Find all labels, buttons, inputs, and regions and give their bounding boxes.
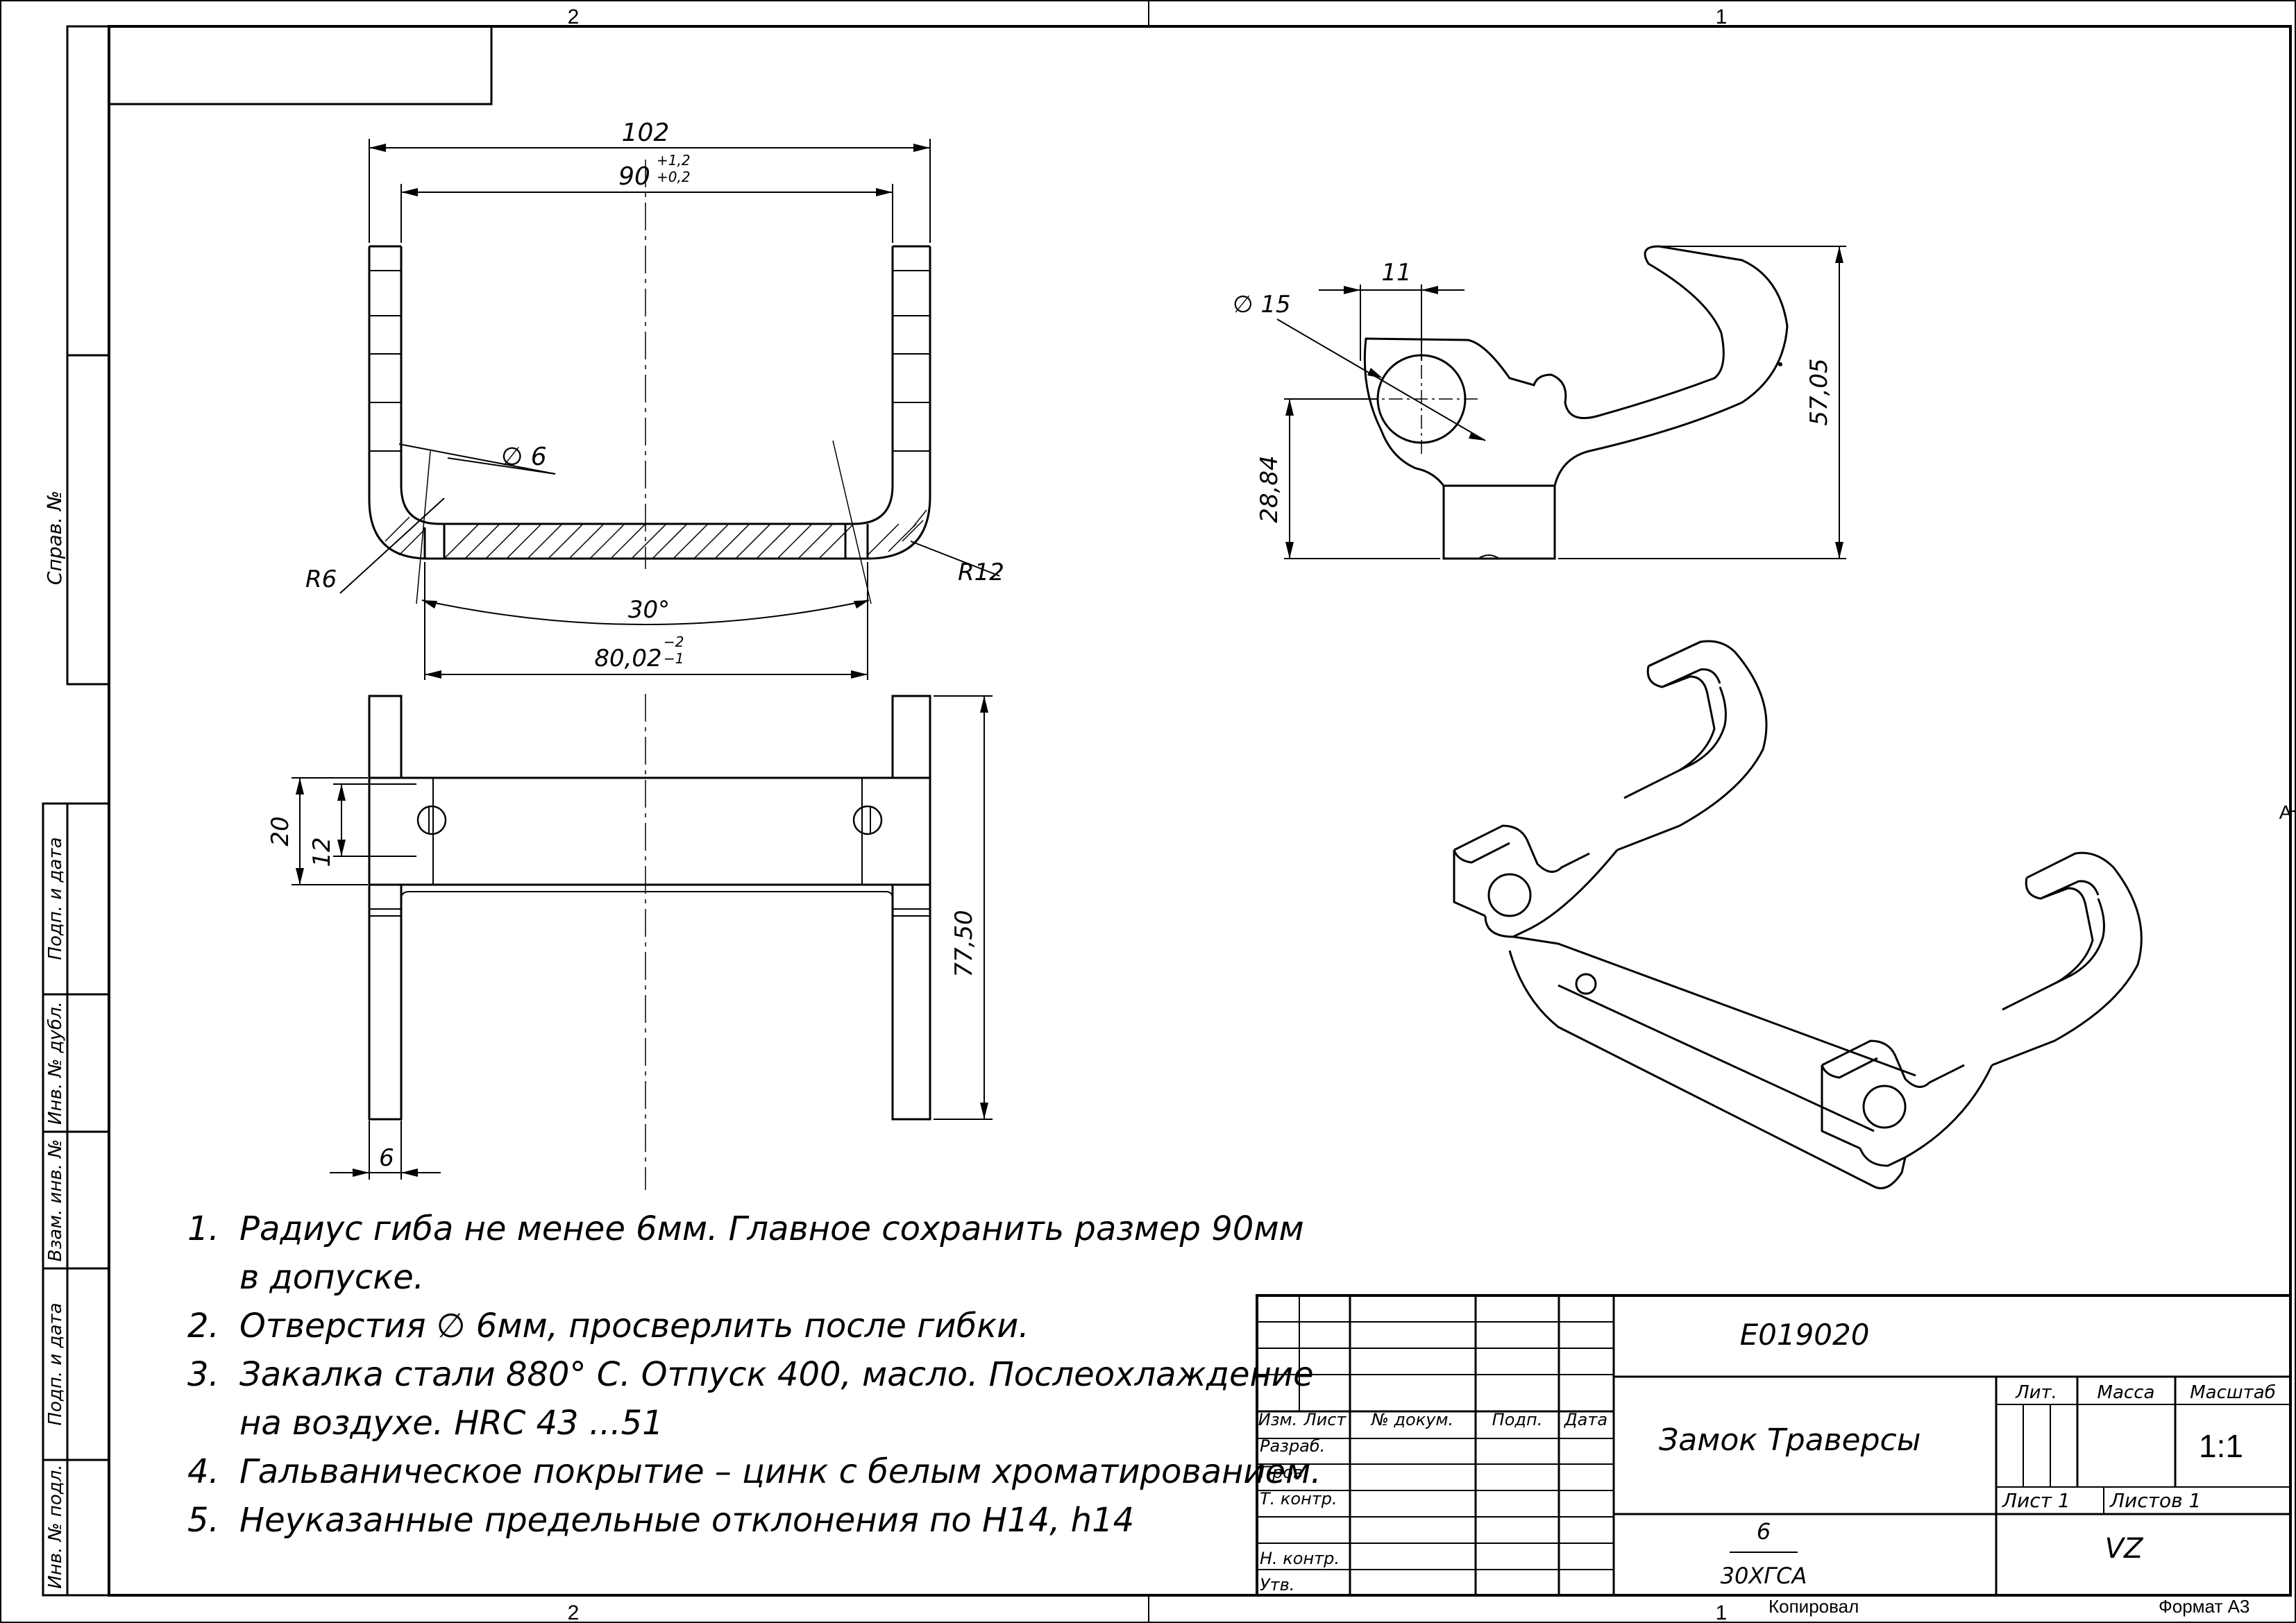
title-block [1256,1294,2292,1597]
dim-57-05: 57,05 [1805,358,1833,425]
zone-right-side: A [2279,801,2293,823]
technical-notes: 1. Радиус гиба не менее 6мм. Главное сох… [187,1209,1322,1540]
dim-r6: R6 [305,566,337,593]
side-label-inv-dubl: Инв. № дубл. [45,1001,66,1125]
zone-top-left: 2 [568,6,580,28]
dim-90: 90 [618,162,650,191]
tb-designation: E019020 [1740,1318,1870,1352]
isometric-view [1453,640,2143,1189]
zone-bottom-left: 2 [568,1601,580,1623]
note-2-line-1: Отверстия ∅ 6мм, просверлить после гибки… [239,1307,1029,1345]
note-1-num: 1. [187,1209,219,1248]
dim-6: 6 [379,1144,394,1172]
note-4-num: 4. [187,1452,219,1491]
zone-top-right: 1 [1716,6,1728,28]
zone-bottom-right: 1 [1716,1601,1728,1623]
dim-80-tol-up: −2 [664,634,684,650]
dim-angle-30: 30° [628,596,670,624]
note-1-line-2: в допуске. [239,1258,424,1297]
tb-row-razrab: Разраб. [1260,1436,1325,1456]
dim-28-84: 28,84 [1256,455,1283,522]
tb-hdr-izm: Изм. [1258,1410,1297,1429]
bottom-view-dims [292,695,993,1180]
tb-hdr-list: Лист [1303,1410,1347,1429]
dim-r12: R12 [958,559,1004,586]
tb-copied: Копировал [1769,1596,1859,1617]
tb-sheet: Лист 1 [2002,1489,2070,1512]
note-3-num: 3. [187,1355,219,1394]
tb-lit-label: Лит. [2015,1382,2057,1403]
dim-80: 80,02 [594,645,661,672]
tb-sheets: Листов 1 [2109,1489,2201,1512]
tb-hdr-data: Дата [1564,1410,1607,1429]
tb-format: Формат А3 [2159,1596,2249,1617]
front-view [368,160,931,604]
note-1-line-1: Радиус гиба не менее 6мм. Главное сохран… [239,1209,1304,1248]
side-strip [42,25,110,1597]
dim-102: 102 [622,119,670,147]
dim-12: 12 [308,837,336,867]
dim-dia-15: ∅ 15 [1233,291,1291,318]
tb-org: VZ [2105,1533,2144,1565]
tb-material: 30ХГСА [1721,1563,1807,1589]
side-label-inv-podl: Инв. № подл. [45,1464,66,1588]
tb-row-utv: Утв. [1260,1575,1294,1595]
dim-80-tol-dn: −1 [664,650,684,667]
note-5-num: 5. [187,1501,219,1540]
tb-massa-label: Масса [2097,1382,2155,1403]
tb-scale-value: 1:1 [2199,1428,2243,1464]
note-4-line-1: Гальваническое покрытие – цинк с белым х… [239,1452,1322,1491]
dim-90-tol-dn: +0,2 [657,169,691,185]
side-label-sprav: Справ. № [43,491,66,585]
front-view-dims [339,139,1000,680]
note-3-line-2: на воздухе. HRC 43 ...51 [239,1404,664,1443]
tb-masshtab-label: Масштаб [2190,1382,2276,1403]
side-view [1363,245,1789,560]
side-label-podp-2: Подп. и дата [45,1302,66,1425]
note-3-line-1: Закалка стали 880° С. Отпуск 400, масло.… [239,1355,1314,1394]
dim-hole-6: ∅ 6 [501,443,547,471]
tb-name: Замок Траверсы [1659,1422,1921,1458]
tb-material-top: 6 [1757,1518,1771,1545]
tb-hdr-podp: Подп. [1492,1410,1543,1429]
tb-row-nkontr: Н. контр. [1260,1549,1340,1568]
side-label-vzam: Взам. инв. № [45,1139,66,1262]
note-2-num: 2. [187,1307,219,1345]
note-5-line-1: Неуказанные предельные отклонения по Н14… [239,1501,1134,1540]
bottom-view [368,694,931,1190]
dim-20: 20 [267,816,294,846]
tb-row-prov: Пров. [1260,1463,1308,1482]
side-label-podp-1: Подп. и дата [45,837,66,960]
side-view-dims [1276,246,1846,559]
dim-90-tol-up: +1,2 [657,152,691,169]
tb-hdr-doc: № докум. [1370,1410,1453,1429]
dim-11: 11 [1381,259,1411,287]
dim-77-50: 77,50 [950,910,978,977]
tb-row-tkontr: Т. контр. [1260,1489,1337,1509]
